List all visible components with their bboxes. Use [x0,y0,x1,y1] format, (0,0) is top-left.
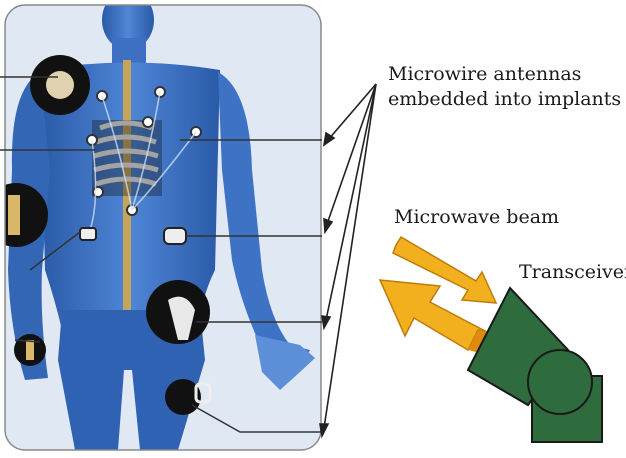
antenna-label-line1: Microwire antennas [388,62,621,87]
microwave-beam-arrows [380,237,496,352]
transceiver-label: Transceiver [519,260,626,285]
antenna-pointer-arrows [320,84,376,436]
antenna-label-line2: embedded into implants [388,87,621,112]
microwave-beam-label: Microwave beam [394,205,559,230]
body-illustration [0,0,321,450]
antenna-label: Microwire antennas embedded into implant… [388,62,621,112]
transceiver-device [468,288,602,442]
